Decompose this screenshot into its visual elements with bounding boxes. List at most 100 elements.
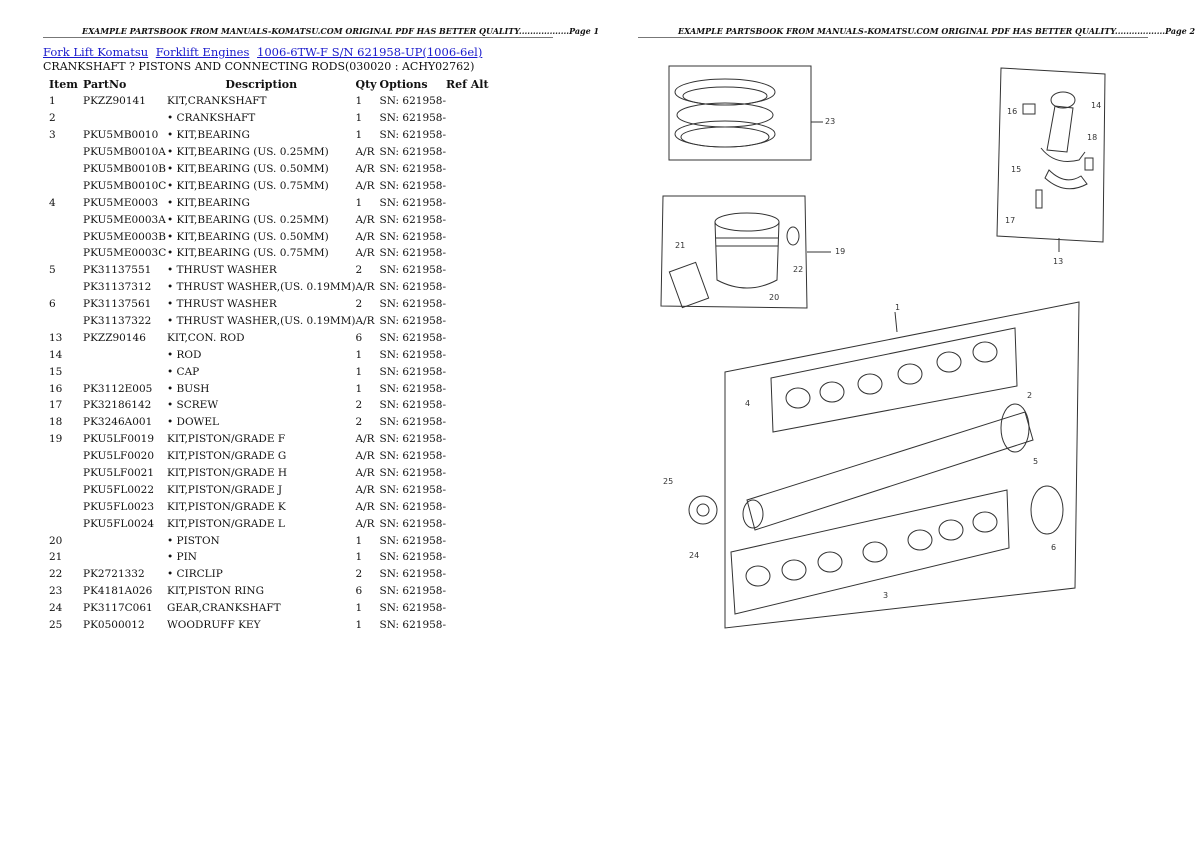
- cell-item: [43, 313, 83, 330]
- cell-options: SN: 621958-: [379, 264, 447, 277]
- cell-description: • KIT,BEARING: [167, 196, 250, 209]
- cell-ref-alt: [446, 617, 496, 634]
- cell-qty: 1: [355, 196, 363, 209]
- cell-ref-alt: [446, 228, 496, 245]
- cell-partno: [83, 549, 167, 566]
- cell-partno: PK2721332: [83, 568, 145, 581]
- cell-qty: 1: [355, 348, 363, 361]
- cell-qty: A/R: [355, 315, 375, 328]
- cell-item: 14: [49, 348, 63, 361]
- cell-partno: PKU5FL0024: [83, 517, 155, 530]
- cell-item: 18: [49, 416, 63, 429]
- breadcrumb-link-fork-lift-komatsu[interactable]: Fork Lift Komatsu: [43, 45, 149, 59]
- cell-description: • SCREW: [167, 399, 219, 412]
- cell-partno: PK31137551: [83, 264, 152, 277]
- cell-ref-alt: [446, 600, 496, 617]
- callout-label: 20: [769, 293, 779, 302]
- callout-label: 19: [835, 247, 845, 256]
- callout-label: 18: [1087, 133, 1097, 142]
- cell-item: 5: [49, 264, 56, 277]
- cell-partno: PKZZ90141: [83, 95, 146, 108]
- table-row: PKU5MB0010C• KIT,BEARING (US. 0.75MM)A/R…: [43, 177, 496, 194]
- cell-partno: PK31137322: [83, 315, 152, 328]
- cell-description: • PISTON: [167, 534, 220, 547]
- cell-qty: A/R: [355, 467, 375, 480]
- cell-item: 23: [49, 585, 63, 598]
- cell-qty: 2: [355, 264, 363, 277]
- cell-item: [43, 228, 83, 245]
- callout-label: 17: [1005, 216, 1015, 225]
- table-row: PKU5ME0003B• KIT,BEARING (US. 0.50MM)A/R…: [43, 228, 496, 245]
- callout-label: 15: [1011, 165, 1021, 174]
- breadcrumb-link-engine-model[interactable]: 1006-6TW-F S/N 621958-UP(1006-6el): [257, 45, 483, 59]
- connecting-rod-box: [996, 67, 1106, 252]
- callout-label: 24: [689, 551, 699, 560]
- cell-options: SN: 621958-: [379, 399, 447, 412]
- cell-qty: A/R: [355, 163, 375, 175]
- cell-qty: 1: [355, 534, 363, 547]
- breadcrumb-link-forklift-engines[interactable]: Forklift Engines: [155, 45, 250, 59]
- header-rule: [43, 37, 553, 38]
- cell-qty: A/R: [355, 281, 375, 294]
- cell-options: SN: 621958-: [379, 433, 447, 446]
- cell-partno: PK4181A026: [83, 585, 153, 598]
- cell-ref-alt: [446, 380, 496, 397]
- cell-options: SN: 621958-: [379, 500, 447, 513]
- cell-description: KIT,PISTON/GRADE J: [167, 483, 283, 496]
- callout-label: 5: [1033, 457, 1038, 466]
- cell-ref-alt: [446, 245, 496, 262]
- cell-qty: 1: [355, 619, 363, 632]
- cell-item: 2: [49, 112, 56, 125]
- cell-item: [43, 279, 83, 296]
- cell-description: KIT,PISTON/GRADE H: [167, 467, 287, 480]
- cell-description: • THRUST WASHER,(US. 0.19MM): [167, 315, 356, 328]
- cell-description: KIT,PISTON/GRADE F: [167, 433, 286, 446]
- cell-options: SN: 621958-: [379, 230, 447, 243]
- table-row: PKU5ME0003C• KIT,BEARING (US. 0.75MM)A/R…: [43, 245, 496, 262]
- section-title: CRANKSHAFT ? PISTONS AND CONNECTING RODS…: [43, 60, 475, 73]
- cell-ref-alt: [446, 93, 496, 110]
- cell-ref-alt: [446, 414, 496, 431]
- col-header-options: Options: [379, 78, 428, 91]
- cell-options: SN: 621958-: [379, 281, 447, 294]
- cell-qty: 1: [355, 365, 363, 378]
- bearing-shells-upper: [785, 341, 998, 409]
- cell-item: [43, 498, 83, 515]
- cell-qty: A/R: [355, 213, 375, 226]
- cell-description: • KIT,BEARING (US. 0.75MM): [167, 247, 329, 260]
- cell-description: • KIT,BEARING (US. 0.50MM): [167, 230, 329, 243]
- cell-item: 21: [49, 551, 63, 564]
- table-row: PKU5ME0003A• KIT,BEARING (US. 0.25MM)A/R…: [43, 211, 496, 228]
- cell-item: 22: [49, 568, 63, 581]
- cell-item: [43, 465, 83, 482]
- cell-qty: 1: [355, 112, 363, 125]
- cell-ref-alt: [446, 481, 496, 498]
- cell-item: 13: [49, 331, 63, 344]
- cell-item: [43, 211, 83, 228]
- cell-qty: 2: [355, 298, 363, 311]
- cell-options: SN: 621958-: [379, 129, 447, 142]
- cell-qty: 1: [355, 602, 363, 615]
- breadcrumb: Fork Lift Komatsu Forklift Engines 1006-…: [43, 45, 486, 59]
- callout-label: 25: [663, 477, 673, 486]
- cell-options: SN: 621958-: [379, 534, 447, 547]
- cell-description: GEAR,CRANKSHAFT: [167, 602, 281, 615]
- callout-label: 23: [825, 117, 835, 126]
- cell-item: [43, 177, 83, 194]
- cell-options: SN: 621958-: [379, 213, 447, 226]
- cell-partno: PKU5MB0010C: [83, 179, 167, 192]
- callout-label: 16: [1007, 107, 1017, 116]
- cell-options: SN: 621958-: [379, 298, 447, 311]
- cell-qty: 1: [355, 551, 363, 564]
- cell-options: SN: 621958-: [379, 247, 447, 260]
